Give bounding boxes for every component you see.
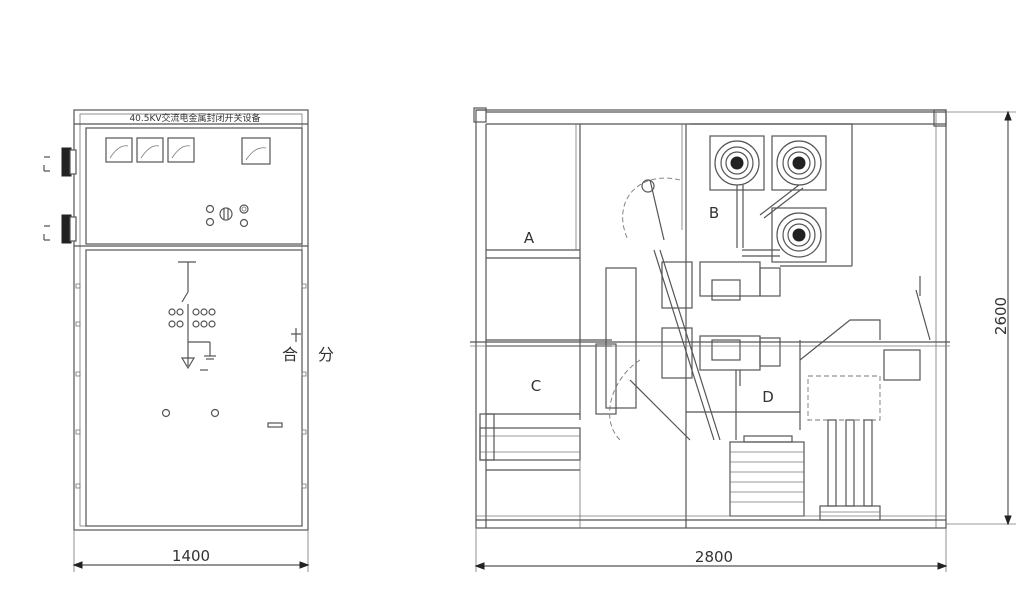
side-width-dimension: 2800 [474,528,948,572]
control-switches [205,204,249,228]
compartment-b: B [690,123,853,267]
compartment-a-label: A [524,229,535,247]
side-height-label: 2600 [992,297,1010,335]
compartment-d-label: D [762,388,774,406]
nameplate-text: 40.5KV交流电金属封闭开关设备 [129,112,260,124]
earthing-switch [883,349,921,381]
hinge-left-upper [43,147,77,177]
busbar-bushing-2 [771,135,827,191]
lower-door [85,249,303,527]
circuit-breaker [609,177,781,441]
open-label: 分 [318,345,334,364]
side-width-label: 2800 [695,548,733,566]
side-cabinet-outline [475,109,947,529]
front-width-dimension: 1400 [72,530,310,572]
side-height-dimension: 2600 [946,110,1016,526]
compartment-b-label: B [709,204,719,222]
compartment-c-label: C [531,377,541,395]
meter-group [105,137,271,165]
front-width-label: 1400 [172,547,210,565]
indicator-mark [291,328,301,342]
busbar-bushing-3 [771,207,827,263]
compartment-d: D [686,276,931,521]
hinge-left-lower [43,214,77,244]
mimic-diagram [168,261,216,371]
compartment-a: A [486,124,581,258]
front-view: 40.5KV交流电金属封闭开关设备 [43,109,334,572]
cable-terminations [807,375,881,521]
side-view: A [470,107,1016,572]
close-label: 合 [282,345,298,364]
current-transformer [729,435,805,517]
